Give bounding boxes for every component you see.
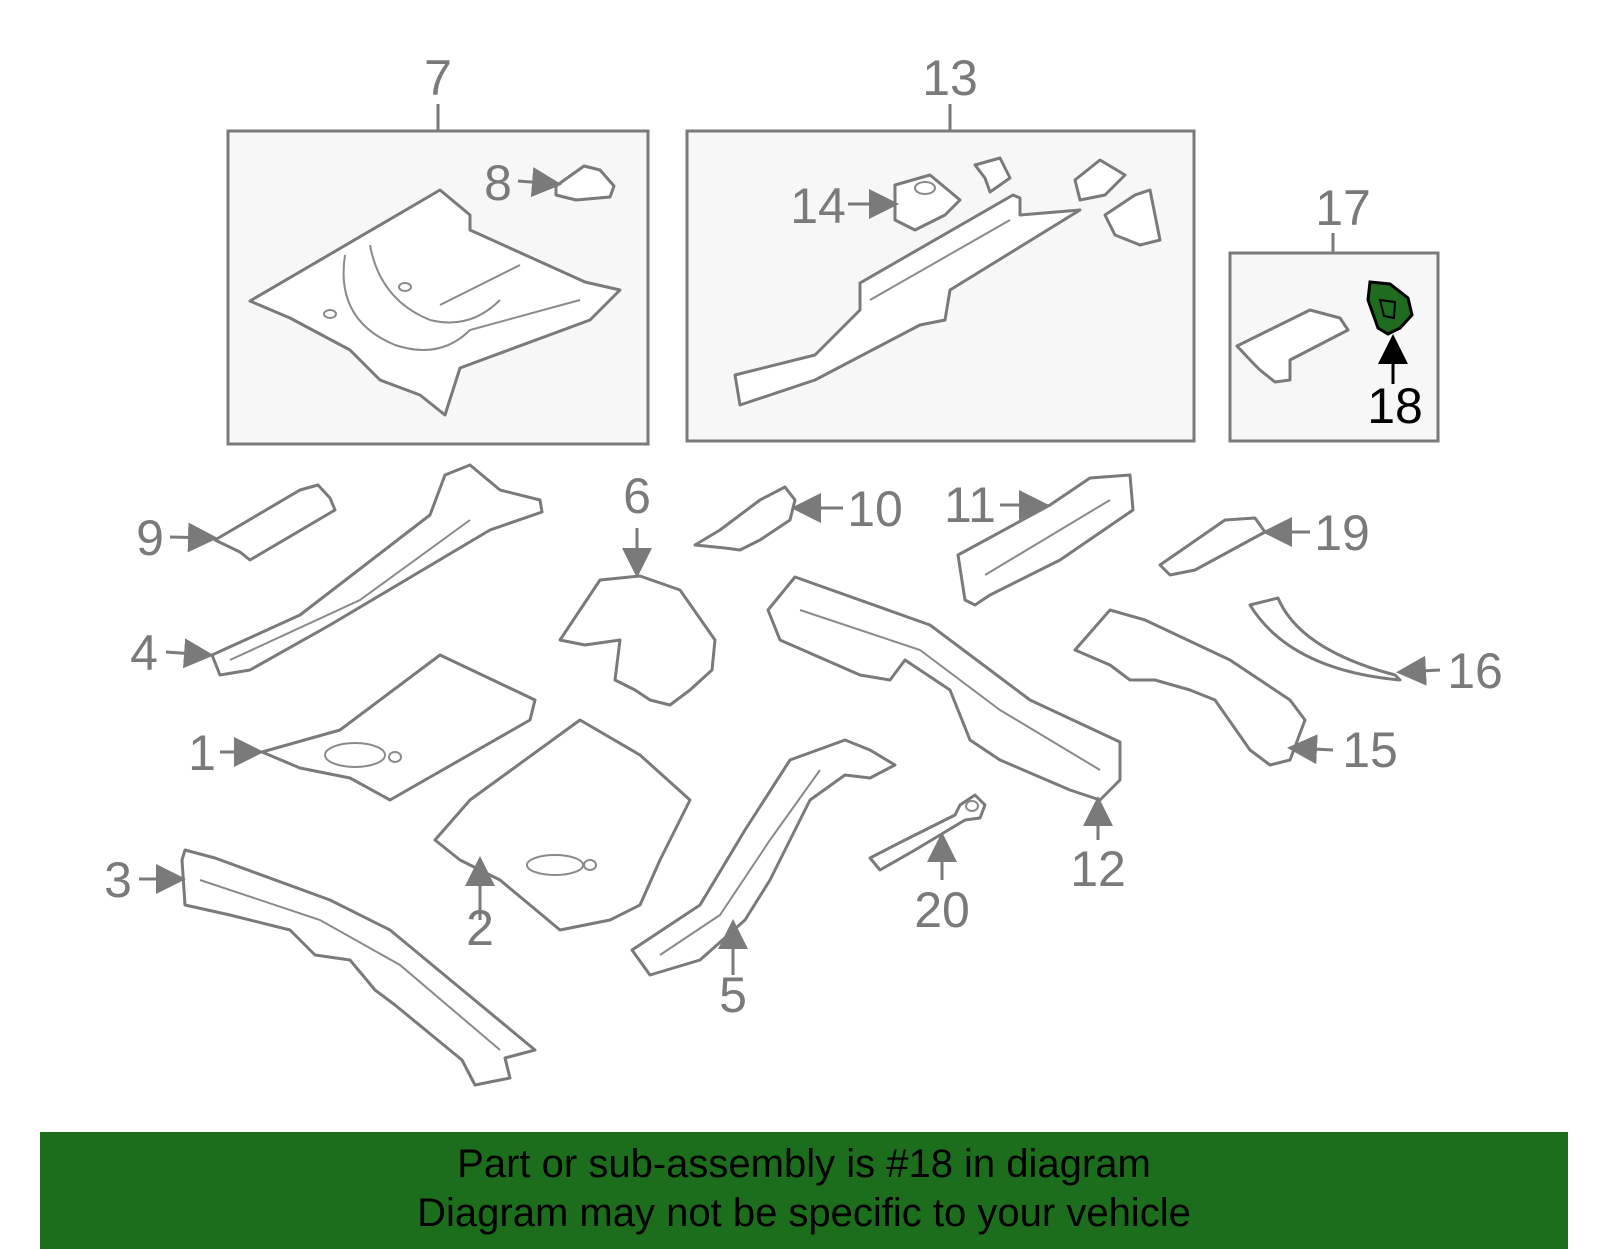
floor-pan-part	[248, 188, 622, 417]
callout-7: 7	[424, 50, 452, 106]
callout-15: 15	[1342, 722, 1398, 778]
banner-line-disclaimer: Diagram may not be specific to your vehi…	[417, 1191, 1191, 1235]
part-9	[213, 483, 337, 562]
callout-10: 10	[847, 481, 903, 537]
callout-3: 3	[104, 852, 132, 908]
callout-9: 9	[136, 510, 164, 566]
part-10	[693, 485, 797, 552]
part-5	[630, 738, 897, 977]
part-3	[180, 848, 537, 1087]
callout-8: 8	[484, 155, 512, 211]
callout-6: 6	[623, 468, 651, 524]
part-4	[210, 463, 544, 677]
callout-2: 2	[466, 900, 494, 956]
reinforcement-part-17	[1235, 308, 1350, 384]
bracket-part-14	[893, 173, 962, 232]
part-15	[1073, 608, 1307, 767]
highlighted-part-18[interactable]	[1366, 280, 1414, 336]
callout-5: 5	[719, 967, 747, 1023]
callout-12: 12	[1070, 841, 1126, 897]
rail-part-13	[733, 193, 1082, 407]
callout-11: 11	[944, 477, 996, 533]
callout-13: 13	[922, 50, 978, 106]
part-19	[1158, 516, 1267, 577]
part-16	[1248, 596, 1402, 682]
callout-14: 14	[790, 178, 846, 234]
part-1	[260, 653, 537, 802]
part-11	[956, 473, 1135, 607]
callout-4: 4	[130, 625, 158, 681]
callout-1: 1	[188, 725, 216, 781]
part-20	[868, 793, 987, 872]
part-12	[766, 575, 1122, 802]
callout-18[interactable]: 18	[1367, 378, 1423, 434]
callout-16: 16	[1447, 643, 1503, 699]
callout-19: 19	[1314, 505, 1370, 561]
callout-20: 20	[914, 882, 970, 938]
info-banner: Part or sub-assembly is #18 in diagram D…	[40, 1132, 1568, 1249]
part-6	[558, 574, 717, 707]
banner-line-part: Part or sub-assembly is #18 in diagram	[457, 1142, 1151, 1186]
callout-17: 17	[1315, 180, 1371, 236]
